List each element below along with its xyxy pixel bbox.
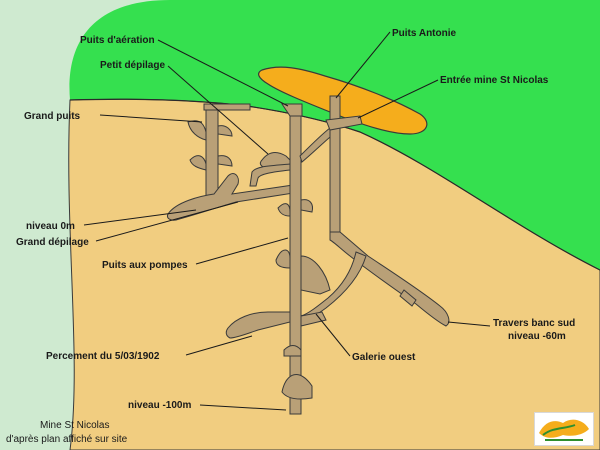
grand-puits-top	[203, 103, 251, 111]
stope-2	[217, 125, 233, 137]
label-grand-depilage: Grand dépilage	[16, 237, 89, 248]
percement	[225, 311, 291, 339]
grass-hill	[69, 0, 600, 270]
leader-grand-depilage	[95, 201, 239, 242]
label-travers-banc-1: Travers banc sud	[493, 318, 575, 329]
travers-banc-branch	[399, 289, 417, 307]
stope-6	[300, 199, 313, 213]
label-niveau-0m: niveau 0m	[26, 221, 75, 232]
label-puits-antonie: Puits Antonie	[392, 28, 457, 39]
label-puits-aux-pompes: Puits aux pompes	[102, 260, 188, 271]
puits-aeration	[281, 103, 303, 117]
percement-link	[300, 311, 327, 327]
puits-antonie-shaft	[329, 95, 341, 235]
leader-lines	[83, 31, 491, 411]
caption-line-2: d'après plan affiché sur site	[6, 434, 128, 445]
logo-graphic	[539, 419, 589, 441]
logo-shape	[539, 419, 589, 438]
leader-travers	[447, 321, 491, 327]
leader-grand-puits	[99, 114, 203, 123]
stope-4	[217, 155, 233, 167]
logo-swoosh	[542, 424, 576, 436]
stope-8	[300, 255, 331, 295]
label-percement: Percement du 5/03/1902	[46, 351, 160, 362]
logo-icon	[534, 412, 594, 446]
stope-1	[187, 120, 207, 141]
petit-depilage-link	[249, 163, 291, 187]
petit-depilage	[259, 152, 291, 169]
label-galerie-ouest: Galerie ouest	[352, 352, 416, 363]
leader-petit	[167, 65, 269, 155]
entree-gallery	[325, 115, 363, 131]
label-niveau-100m: niveau -100m	[128, 400, 191, 411]
leader-percement	[185, 335, 253, 356]
stope-9	[283, 345, 302, 357]
surface-line	[69, 98, 600, 271]
leader-antonie	[335, 31, 391, 99]
leader-pompes	[195, 237, 289, 265]
leader-galerie	[315, 313, 351, 357]
label-grand-puits: Grand puits	[24, 111, 81, 122]
label-entree-mine: Entrée mine St Nicolas	[440, 75, 549, 86]
label-petit-depilage: Petit dépilage	[100, 60, 165, 71]
stope-10	[281, 374, 313, 400]
stope-3	[189, 155, 207, 171]
leader-aeration	[157, 39, 289, 107]
stope-7	[275, 249, 291, 269]
stope-5	[277, 203, 291, 217]
logo-underline	[545, 439, 583, 441]
caption-line-1: Mine St Nicolas	[40, 420, 109, 431]
grand-puits-shaft	[205, 103, 219, 205]
leader-niveau0	[83, 209, 197, 226]
label-travers-banc-2: niveau -60m	[508, 331, 566, 342]
leader-entree	[357, 79, 439, 119]
puits-aux-pompes-shaft	[289, 115, 302, 415]
ore-deposit	[258, 66, 428, 135]
leader-niveau100	[199, 404, 287, 411]
label-puits-aeration: Puits d'aération	[80, 35, 155, 46]
